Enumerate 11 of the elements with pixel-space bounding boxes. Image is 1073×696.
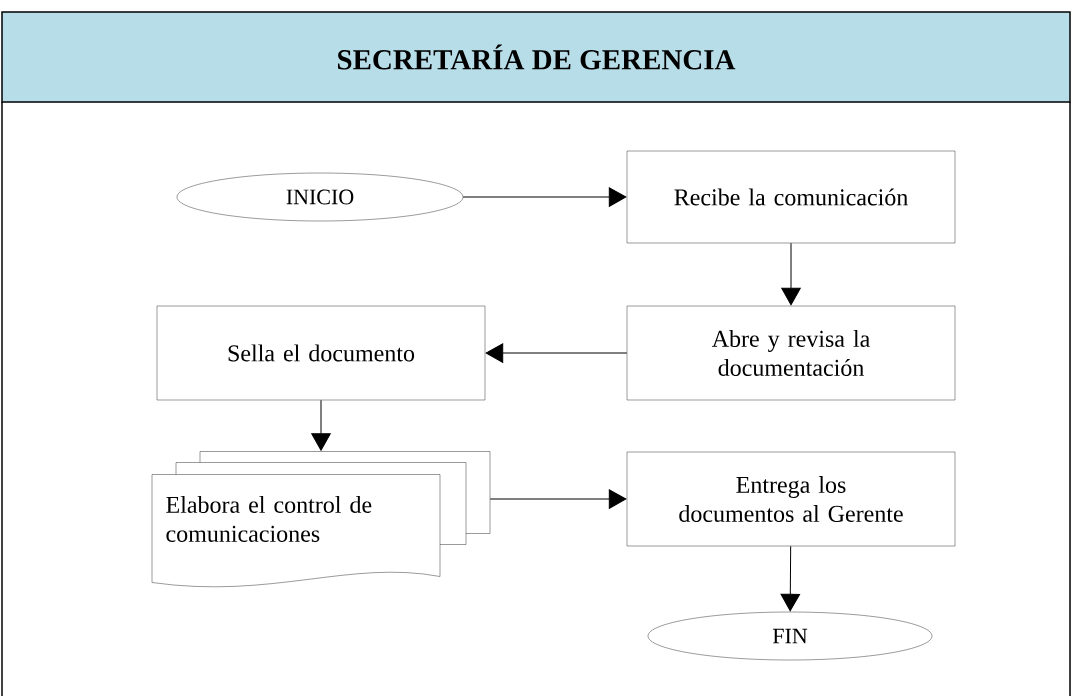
arrow: [489, 489, 627, 509]
process-box: Recibe la comunicación: [626, 150, 956, 244]
arrow: [485, 343, 628, 363]
process-box: Abre y revisa la documentación: [626, 305, 956, 401]
arrow: [780, 545, 801, 612]
arrow: [462, 187, 627, 207]
arrow: [311, 399, 331, 451]
process-box: Sella el documento: [156, 305, 486, 401]
header-band: SECRETARÍA DE GERENCIA: [1, 11, 1071, 103]
arrow: [781, 242, 801, 306]
process-box: Entrega los documentos al Gerente: [626, 451, 956, 547]
